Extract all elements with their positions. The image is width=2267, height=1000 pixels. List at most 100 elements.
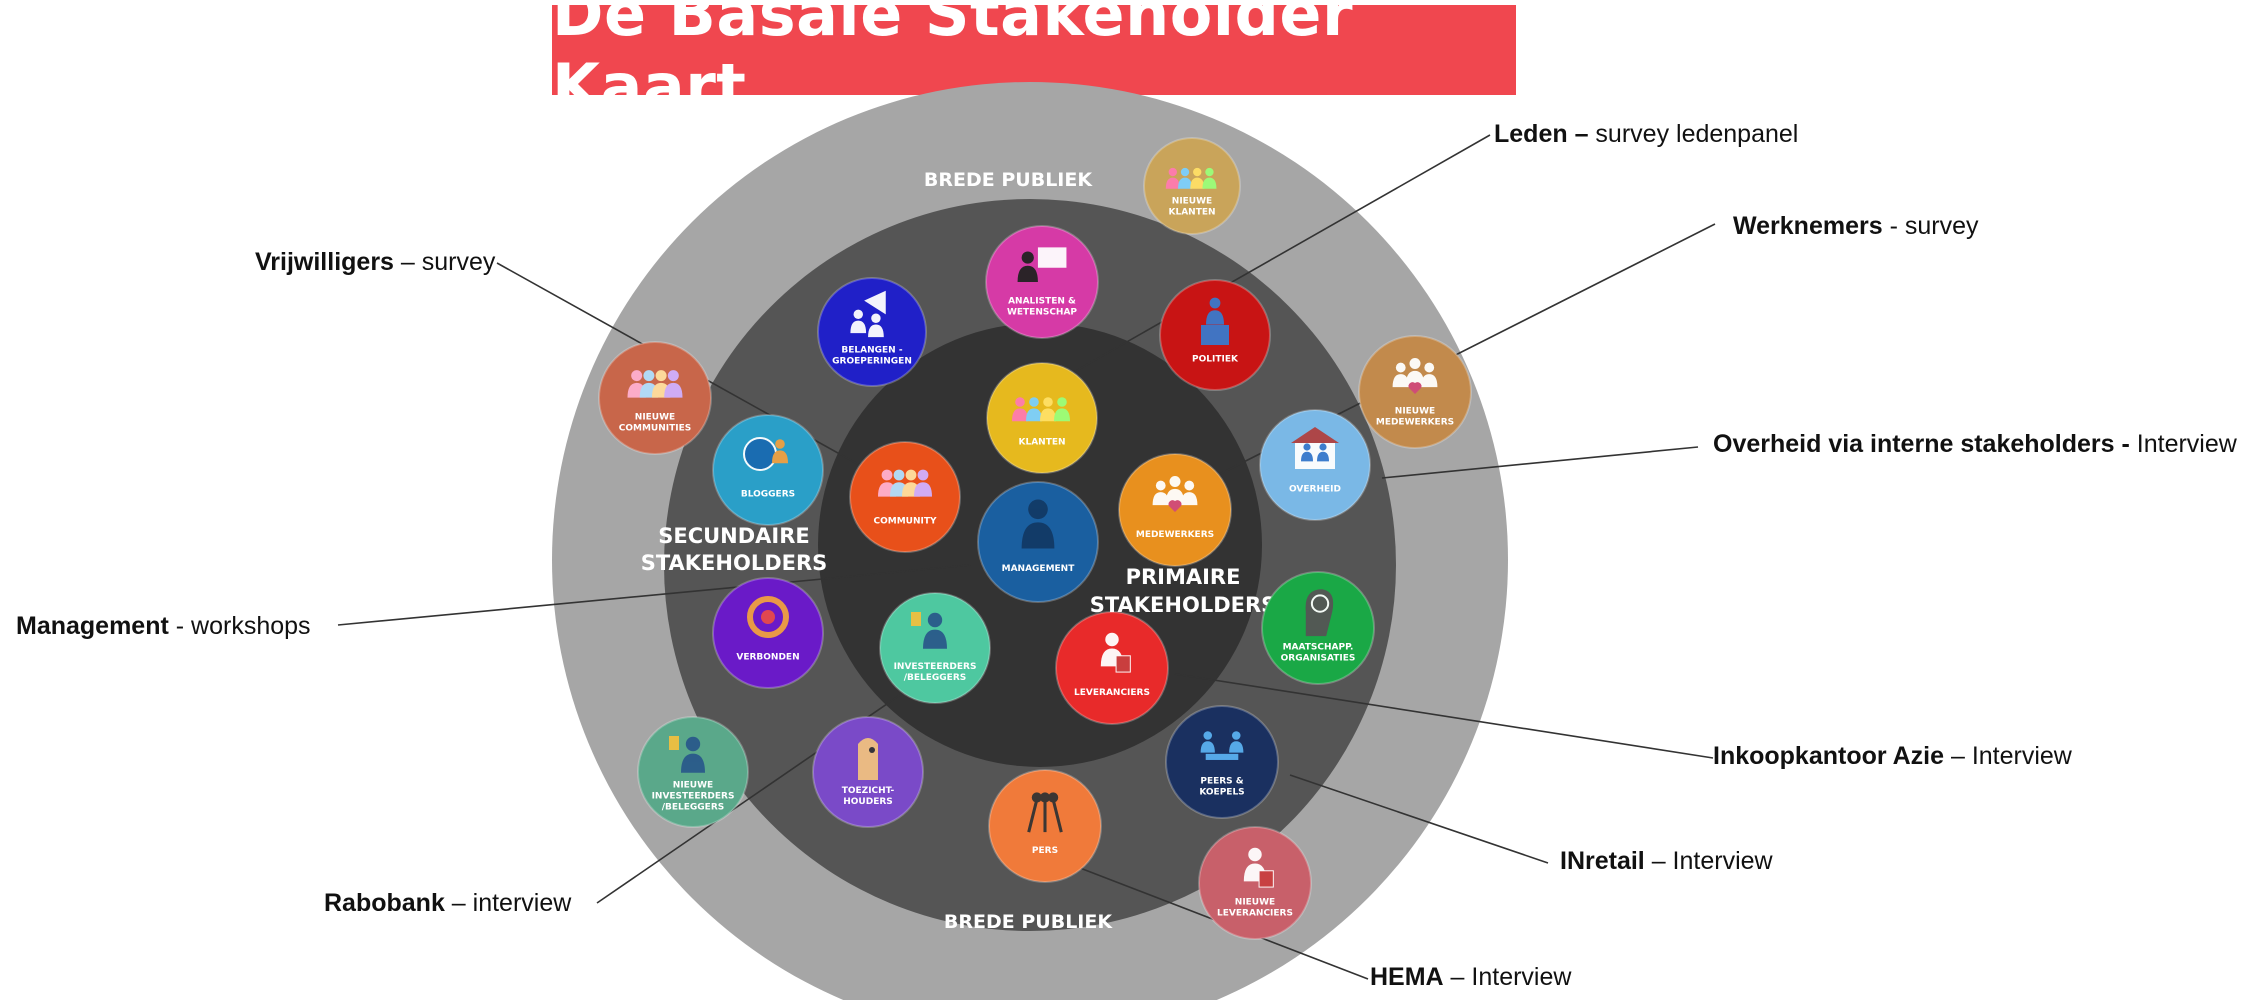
node-label: KOEPELS bbox=[1199, 787, 1244, 797]
callout-rabobank: Rabobank – interview bbox=[324, 889, 571, 918]
node-label: PEERS & bbox=[1200, 776, 1243, 786]
stakeholder-node-investeerders: INVESTEERDERS/BELEGGERS bbox=[879, 592, 991, 704]
node-label: KLANTEN bbox=[1168, 208, 1215, 218]
node-label: /BELEGGERS bbox=[904, 673, 967, 683]
globe-person-icon bbox=[743, 437, 788, 471]
node-label: LEVERANCIERS bbox=[1217, 908, 1293, 918]
stakeholder-node-management: MANAGEMENT bbox=[977, 481, 1099, 603]
node-label: ANALISTEN & bbox=[1008, 296, 1076, 306]
node-circle bbox=[712, 414, 824, 526]
callout-hema: HEMA – Interview bbox=[1370, 963, 1571, 992]
node-label: /BELEGGERS bbox=[662, 802, 725, 812]
callout-overheid: Overheid via interne stakeholders - Inte… bbox=[1713, 430, 2237, 459]
node-label: COMMUNITIES bbox=[619, 423, 691, 433]
callout-stakeholder: Vrijwilligers bbox=[255, 248, 394, 276]
group-icon bbox=[1165, 167, 1217, 189]
node-label: GROEPERINGEN bbox=[832, 356, 912, 366]
callout-inkoopkantoor: Inkoopkantoor Azie – Interview bbox=[1713, 742, 2072, 771]
node-label: NIEUWE bbox=[673, 780, 713, 790]
title-banner: De Basale Stakeholder Kaart bbox=[552, 0, 1516, 123]
people-icon bbox=[878, 469, 932, 497]
callout-line-management bbox=[337, 564, 971, 626]
callout-line-leden bbox=[1059, 134, 1491, 381]
microphones-icon bbox=[1027, 792, 1063, 833]
node-label: ORGANISATIES bbox=[1281, 653, 1356, 663]
node-label: LEVERANCIERS bbox=[1074, 688, 1150, 698]
callout-stakeholder: Management bbox=[16, 612, 169, 640]
node-circle bbox=[1198, 826, 1312, 940]
node-label: INVESTEERDERS bbox=[894, 662, 977, 672]
node-label: NIEUWE bbox=[1395, 406, 1435, 416]
node-label: INVESTEERDERS bbox=[652, 791, 735, 801]
meeting-icon bbox=[1200, 731, 1244, 760]
node-label: HOUDERS bbox=[843, 797, 893, 807]
callout-management: Management - workshops bbox=[16, 612, 311, 641]
node-label: VERBONDEN bbox=[736, 652, 799, 662]
stakeholder-node-leveranciers: LEVERANCIERS bbox=[1055, 611, 1169, 725]
supplier-icon bbox=[1243, 847, 1274, 888]
stakeholder-node-maatschapp: MAATSCHAPP.ORGANISATIES bbox=[1261, 571, 1375, 685]
secundaire-label-line1: SECUNDAIRE bbox=[658, 524, 810, 548]
stakeholder-node-overheid: OVERHEID bbox=[1259, 409, 1371, 521]
callout-leden: Leden – survey ledenpanel bbox=[1494, 120, 1798, 149]
callout-method: – survey bbox=[393, 248, 496, 276]
node-label: BELANGEN - bbox=[841, 345, 902, 355]
primaire-label-line1: PRIMAIRE bbox=[1126, 565, 1241, 589]
inspector-icon bbox=[858, 738, 878, 780]
callout-method: – Interview bbox=[1443, 963, 1572, 991]
node-label: OVERHEID bbox=[1289, 484, 1341, 494]
podium-icon bbox=[1201, 297, 1229, 345]
stakeholder-node-bloggers: BLOGGERS bbox=[712, 414, 824, 526]
stakeholder-node-klanten: KLANTEN bbox=[986, 362, 1098, 474]
node-label: MEDEWERKERS bbox=[1136, 530, 1214, 540]
callout-vrijwilligers: Vrijwilligers – survey bbox=[255, 248, 495, 277]
callout-stakeholder: Rabobank bbox=[324, 889, 445, 917]
people-icon bbox=[627, 370, 683, 398]
team-heart-icon bbox=[1392, 357, 1438, 395]
node-circle bbox=[598, 341, 712, 455]
node-label: KLANTEN bbox=[1018, 437, 1065, 447]
callout-method: – interview bbox=[444, 889, 572, 917]
head-globe-icon bbox=[1305, 589, 1334, 637]
node-label: WETENSCHAP bbox=[1007, 307, 1077, 317]
callout-line-inkoopkantoor bbox=[1174, 673, 1714, 759]
callout-line-inretail bbox=[1289, 774, 1549, 864]
stakeholder-node-peers: PEERS &KOEPELS bbox=[1165, 705, 1279, 819]
callout-werknemers: Werknemers - survey bbox=[1733, 212, 1978, 241]
callout-method: – Interview bbox=[1944, 742, 2072, 770]
supplier-icon bbox=[1100, 632, 1131, 673]
callout-method: survey ledenpanel bbox=[1588, 120, 1799, 148]
callout-method: – Interview bbox=[1644, 847, 1773, 875]
stakeholder-node-pers: PERS bbox=[988, 769, 1102, 883]
stakeholder-node-medewerkers: MEDEWERKERS bbox=[1118, 453, 1232, 567]
node-label: NIEUWE bbox=[1235, 897, 1275, 907]
building-icon bbox=[1291, 427, 1339, 469]
group-icon bbox=[1012, 397, 1070, 422]
team-heart-icon bbox=[1152, 475, 1198, 513]
node-label: COMMUNITY bbox=[873, 516, 936, 526]
gears-icon bbox=[747, 596, 789, 638]
stakeholder-node-toezichthouders: TOEZICHT-HOUDERS bbox=[812, 716, 924, 828]
node-label: NIEUWE bbox=[635, 412, 675, 422]
node-circle bbox=[1165, 705, 1279, 819]
investor-icon bbox=[911, 612, 947, 649]
node-label: NIEUWE bbox=[1172, 197, 1212, 207]
node-label: PERS bbox=[1032, 846, 1058, 856]
callout-stakeholder: HEMA bbox=[1370, 963, 1444, 991]
megaphone-icon bbox=[850, 290, 886, 338]
node-label: MAATSCHAPP. bbox=[1283, 642, 1354, 652]
callout-stakeholder: Inkoopkantoor Azie bbox=[1713, 742, 1945, 770]
callout-inretail: INretail – Interview bbox=[1560, 847, 1773, 876]
stakeholder-node-verbonden: VERBONDEN bbox=[712, 577, 824, 689]
node-circle bbox=[849, 441, 961, 553]
stakeholder-node-analisten: ANALISTEN &WETENSCHAP bbox=[985, 225, 1099, 339]
secundaire-label-line2: STAKEHOLDERS bbox=[641, 551, 828, 575]
brede-publiek-bottom-label: BREDE PUBLIEK bbox=[944, 911, 1113, 933]
callout-stakeholder: Werknemers bbox=[1733, 212, 1883, 240]
